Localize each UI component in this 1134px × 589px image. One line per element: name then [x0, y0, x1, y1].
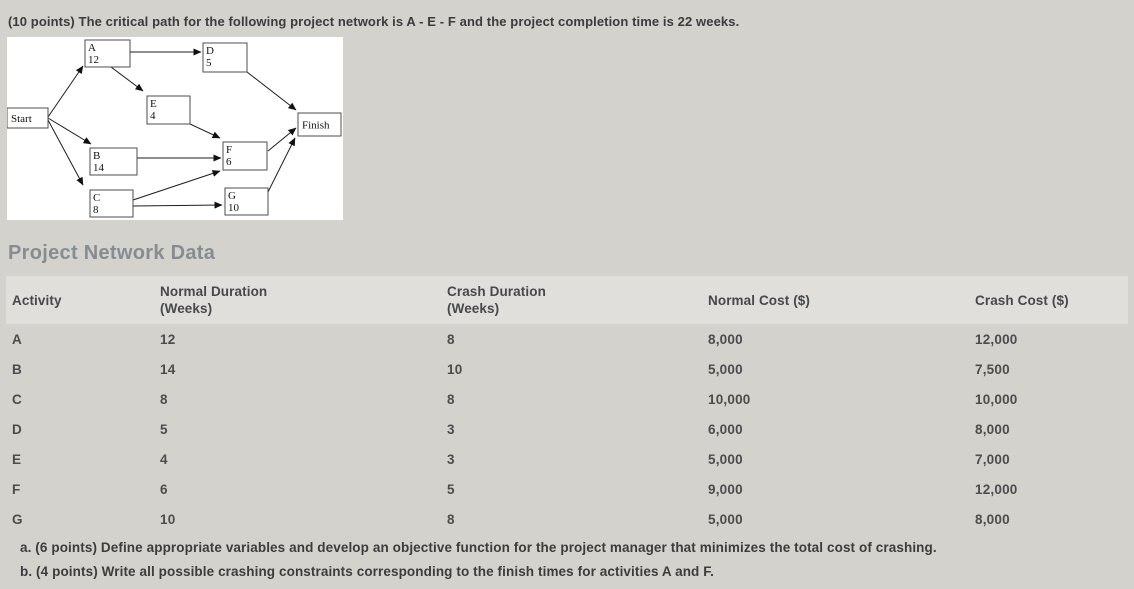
- cell-normal-duration: 6: [160, 481, 168, 497]
- svg-text:F: F: [226, 144, 232, 156]
- cell-crash-cost: 12,000: [975, 481, 1018, 497]
- svg-text:C: C: [93, 192, 100, 204]
- table-row: C 8 8 10,000 10,000: [6, 384, 1128, 414]
- cell-normal-cost: 9,000: [708, 481, 743, 497]
- svg-text:E: E: [150, 98, 157, 110]
- edge-C-F: [132, 170, 221, 201]
- node-C: C8: [89, 189, 134, 218]
- cell-activity: D: [12, 421, 22, 437]
- node-E: E4: [146, 95, 191, 125]
- svg-text:10: 10: [228, 202, 240, 214]
- node-start: Start: [7, 107, 49, 129]
- edge-G-finish: [267, 137, 296, 193]
- cell-normal-cost: 6,000: [708, 421, 743, 437]
- edge-start-C: [47, 119, 84, 186]
- svg-text:5: 5: [206, 57, 212, 69]
- cell-activity: B: [12, 361, 22, 377]
- svg-text:Finish: Finish: [302, 120, 330, 132]
- column-header-crash-duration: Crash Duration(Weeks): [441, 276, 702, 324]
- diagram-background: [7, 37, 343, 220]
- table-row: B 14 10 5,000 7,500: [6, 354, 1128, 384]
- cell-normal-cost: 8,000: [708, 331, 743, 347]
- edge-start-B: [47, 117, 92, 145]
- edge-F-finish: [267, 127, 297, 152]
- cell-normal-cost: 5,000: [708, 451, 743, 467]
- cell-crash-cost: 8,000: [975, 511, 1010, 527]
- cell-crash-duration: 3: [447, 451, 455, 467]
- svg-text:14: 14: [93, 162, 105, 174]
- svg-text:6: 6: [226, 156, 232, 168]
- svg-text:D: D: [206, 45, 214, 57]
- table-row: F 6 5 9,000 12,000: [6, 474, 1128, 504]
- cell-activity: E: [12, 451, 22, 467]
- node-D: D5: [202, 42, 248, 73]
- node-A: A12: [84, 39, 131, 68]
- column-header-normal-cost: Normal Cost ($): [702, 276, 969, 324]
- cell-activity: A: [12, 331, 22, 347]
- column-header-crash-cost: Crash Cost ($): [969, 276, 1128, 324]
- edge-C-G: [132, 201, 223, 209]
- cell-normal-cost: 5,000: [708, 361, 743, 377]
- edge-D-finish: [246, 71, 297, 111]
- node-finish: Finish: [297, 112, 342, 137]
- cell-crash-cost: 8,000: [975, 421, 1010, 437]
- cell-crash-duration: 8: [447, 391, 455, 407]
- cell-activity: G: [12, 511, 23, 527]
- cell-normal-cost: 5,000: [708, 511, 743, 527]
- cell-normal-duration: 12: [160, 331, 176, 347]
- cell-normal-cost: 10,000: [708, 391, 751, 407]
- cell-crash-duration: 5: [447, 481, 455, 497]
- cell-activity: F: [12, 481, 21, 497]
- column-header-normal-duration: Normal Duration(Weeks): [154, 276, 441, 324]
- cell-normal-duration: 14: [160, 361, 176, 377]
- column-header-activity: Activity: [6, 276, 154, 324]
- question-header: (10 points) The critical path for the fo…: [8, 14, 740, 29]
- cell-crash-cost: 7,000: [975, 451, 1010, 467]
- cell-normal-duration: 10: [160, 511, 176, 527]
- table-row: D 5 3 6,000 8,000: [6, 414, 1128, 444]
- cell-crash-duration: 8: [447, 511, 455, 527]
- svg-text:4: 4: [150, 110, 156, 122]
- table-row: G 10 8 5,000 8,000: [6, 504, 1128, 534]
- sub-questions: a. (6 points) Define appropriate variabl…: [20, 539, 1134, 581]
- section-title: Project Network Data: [8, 242, 216, 264]
- node-B: B14: [89, 147, 138, 176]
- svg-text:Start: Start: [11, 113, 32, 125]
- svg-text:G: G: [228, 190, 236, 202]
- cell-normal-duration: 8: [160, 391, 168, 407]
- edge-E-F: [189, 123, 221, 139]
- question-b: b. (4 points) Write all possible crashin…: [20, 564, 714, 579]
- cell-normal-duration: 4: [160, 451, 168, 467]
- cell-crash-duration: 10: [447, 361, 463, 377]
- cell-crash-cost: 10,000: [975, 391, 1018, 407]
- edge-A-E: [110, 66, 144, 92]
- svg-text:A: A: [88, 42, 96, 54]
- question-a: a. (6 points) Define appropriate variabl…: [20, 540, 937, 555]
- cell-crash-cost: 7,500: [975, 361, 1010, 377]
- cell-crash-cost: 12,000: [975, 331, 1018, 347]
- cell-normal-duration: 5: [160, 421, 168, 437]
- table-row: A 12 8 8,000 12,000: [6, 324, 1128, 354]
- cell-activity: C: [12, 391, 22, 407]
- node-G: G10: [224, 187, 269, 216]
- cell-crash-duration: 3: [447, 421, 455, 437]
- svg-text:12: 12: [88, 54, 99, 66]
- edge-start-A: [47, 65, 84, 118]
- table-row: E 4 3 5,000 7,000: [6, 444, 1128, 474]
- node-F: F6: [222, 141, 268, 171]
- svg-text:8: 8: [93, 204, 99, 216]
- svg-text:B: B: [93, 150, 100, 162]
- cell-crash-duration: 8: [447, 331, 455, 347]
